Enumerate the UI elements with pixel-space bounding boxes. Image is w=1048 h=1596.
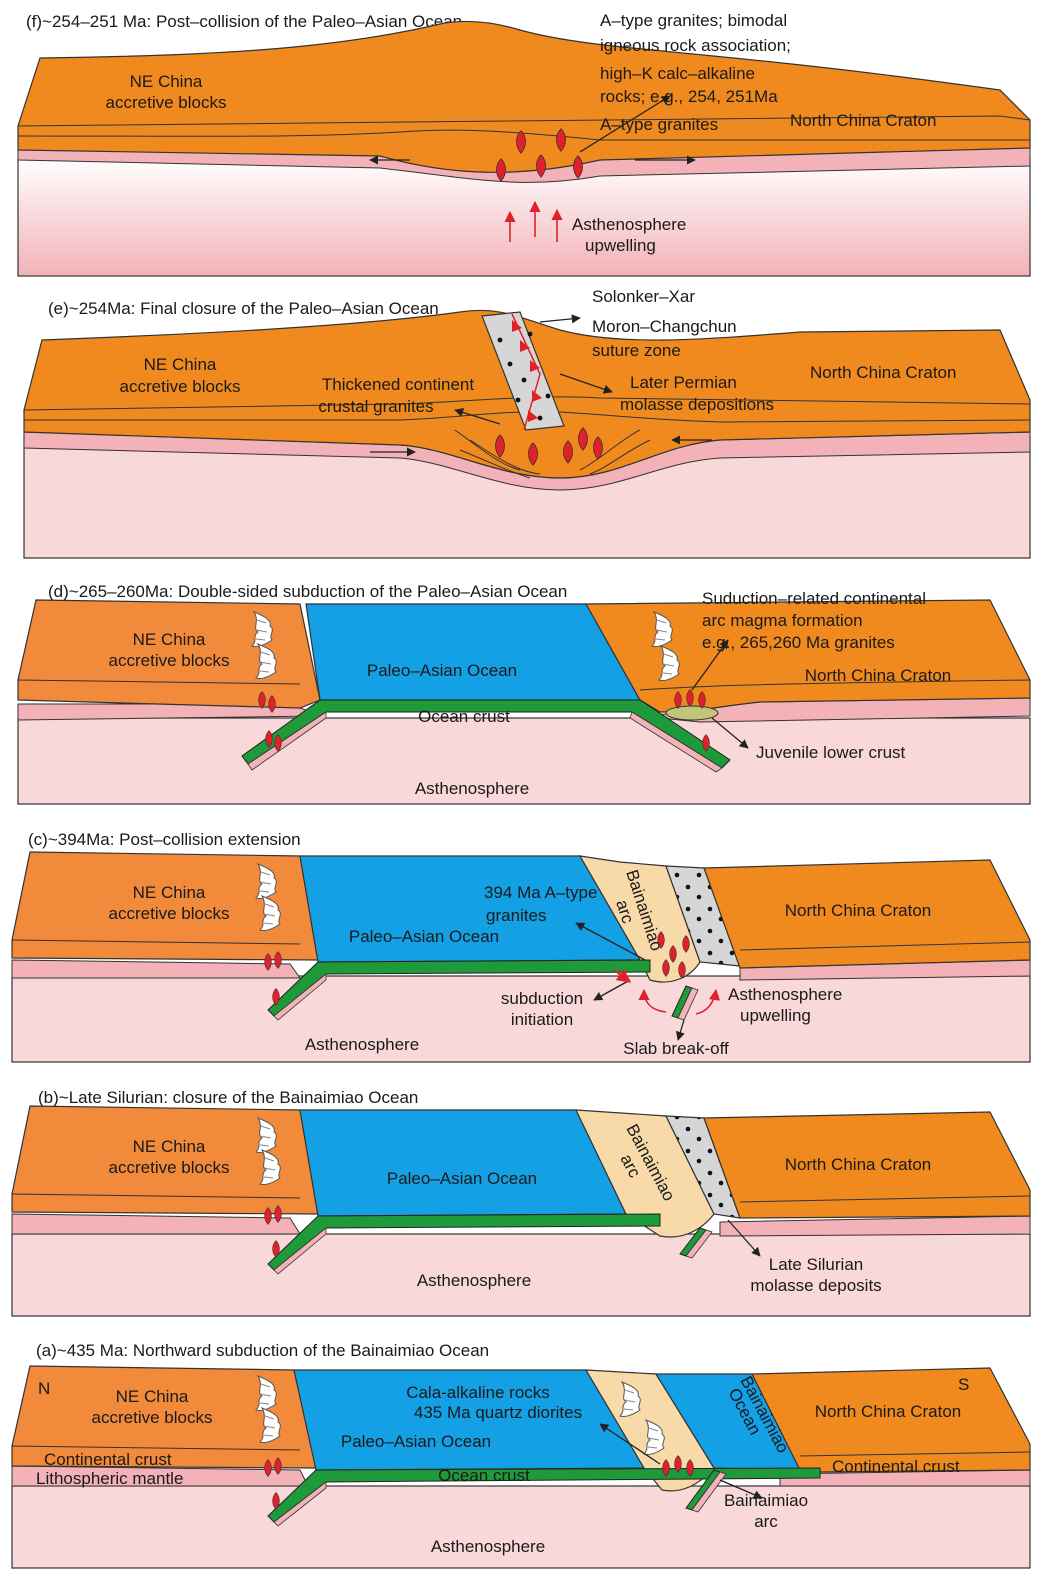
molasse-line-2: molasse depositions (620, 395, 774, 414)
ocean-label: Paleo–Asian Ocean (349, 927, 499, 946)
panel-c-title: (c)~394Ma: Post–collision extension (28, 830, 301, 849)
ne-china-label-2: accretive blocks (92, 1408, 213, 1427)
upwelling-line-1: Asthenosphere (728, 985, 842, 1004)
note-line-2: igneous rock association; (600, 36, 791, 55)
arc-note-2: arc magma formation (702, 611, 863, 630)
south-label: S (958, 1375, 969, 1394)
calc-line-1: Cala-alkaline rocks (406, 1383, 550, 1402)
ocean-crust-label: Ocean crust (438, 1466, 530, 1485)
granites-line-1: 394 Ma A–type (484, 883, 597, 902)
note-line-3: high–K calc–alkaline (600, 64, 755, 83)
granites-line-2: crustal granites (318, 397, 433, 416)
suture-line-3: suture zone (592, 341, 681, 360)
upwelling-label-2: upwelling (585, 236, 656, 255)
arc-note-3: e.g., 265,260 Ma granites (702, 633, 895, 652)
note-line-4: rocks; e.g., 254, 251Ma (600, 87, 778, 106)
ne-china-label: NE China (133, 883, 206, 902)
juvenile-crust (666, 706, 718, 720)
ne-china-label: NE China (133, 630, 206, 649)
panel-b-title: (b)~Late Silurian: closure of the Bainai… (38, 1088, 418, 1107)
ne-china-label: NE China (144, 355, 217, 374)
suture-line-2: Moron–Changchun (592, 317, 737, 336)
paleo-asian-ocean (300, 1110, 626, 1216)
panel-f: (f)~254–251 Ma: Post–collision of the Pa… (18, 11, 1030, 276)
suture-line-1: Solonker–Xar (592, 287, 695, 306)
calc-line-2: 435 Ma quartz diorites (414, 1403, 582, 1422)
panel-e-title: (e)~254Ma: Final closure of the Paleo–As… (48, 299, 439, 318)
ne-china-label-2: accretive blocks (109, 904, 230, 923)
arc-label-2: arc (754, 1512, 778, 1531)
asthenosphere-label: Asthenosphere (415, 779, 529, 798)
asthenosphere-label: Asthenosphere (431, 1537, 545, 1556)
molasse-line-1: Late Silurian (769, 1255, 864, 1274)
arc-label: Bainaimiao (724, 1491, 808, 1510)
subduction-line-2: initiation (511, 1010, 573, 1029)
slab-label: Slab break-off (623, 1039, 729, 1058)
craton-label: North China Craton (815, 1402, 961, 1421)
subduction-line-1: subduction (501, 989, 583, 1008)
continental-crust-left: Continental crust (44, 1450, 172, 1469)
panel-c: (c)~394Ma: Post–collision extension NE C… (12, 830, 1030, 1062)
north-label: N (38, 1379, 50, 1398)
panel-f-title: (f)~254–251 Ma: Post–collision of the Pa… (26, 12, 462, 31)
ne-china-label-2: accretive blocks (109, 651, 230, 670)
lith-mantle-label: Lithospheric mantle (36, 1469, 183, 1488)
panel-b: (b)~Late Silurian: closure of the Bainai… (12, 1088, 1030, 1316)
ne-china-label-2: accretive blocks (109, 1158, 230, 1177)
asthenosphere-label: Asthenosphere (417, 1271, 531, 1290)
panel-e: (e)~254Ma: Final closure of the Paleo–As… (24, 287, 1030, 558)
arc-note-1: Suduction–related continental (702, 589, 926, 608)
juvenile-label: Juvenile lower crust (756, 743, 906, 762)
upwelling-label: Asthenosphere (572, 215, 686, 234)
panel-d-title: (d)~265–260Ma: Double-sided subduction o… (48, 582, 567, 601)
panel-a: (a)~435 Ma: Northward subduction of the … (12, 1341, 1030, 1568)
ne-china-label: NE China (130, 72, 203, 91)
craton-label: North China Craton (790, 111, 936, 130)
craton-label: North China Craton (785, 901, 931, 920)
granites-line-1: Thickened continent (322, 375, 474, 394)
asthenosphere-label: Asthenosphere (305, 1035, 419, 1054)
upwelling-line-2: upwelling (740, 1006, 811, 1025)
panel-a-title: (a)~435 Ma: Northward subduction of the … (36, 1341, 489, 1360)
paleo-asian-ocean (306, 604, 640, 700)
ocean-label: Paleo–Asian Ocean (367, 661, 517, 680)
ne-china-label: NE China (133, 1137, 206, 1156)
note-line-1: A–type granites; bimodal (600, 11, 787, 30)
molasse-line-2: molasse deposits (750, 1276, 881, 1295)
craton-label: North China Craton (785, 1155, 931, 1174)
ne-china-label-2: accretive blocks (120, 377, 241, 396)
ocean-crust-label: Ocean crust (418, 707, 510, 726)
note-line-5: A–type granites (600, 115, 718, 134)
ocean-label: Paleo–Asian Ocean (387, 1169, 537, 1188)
ne-china-label: NE China (116, 1387, 189, 1406)
ne-china-label-2: accretive blocks (106, 93, 227, 112)
ocean-label: Paleo–Asian Ocean (341, 1432, 491, 1451)
craton-label: North China Craton (805, 666, 951, 685)
panel-d: (d)~265–260Ma: Double-sided subduction o… (18, 582, 1030, 804)
granites-line-2: granites (486, 906, 546, 925)
molasse-line-1: Later Permian (630, 373, 737, 392)
continental-crust-right: Continental crust (832, 1457, 960, 1476)
craton-label: North China Craton (810, 363, 956, 382)
